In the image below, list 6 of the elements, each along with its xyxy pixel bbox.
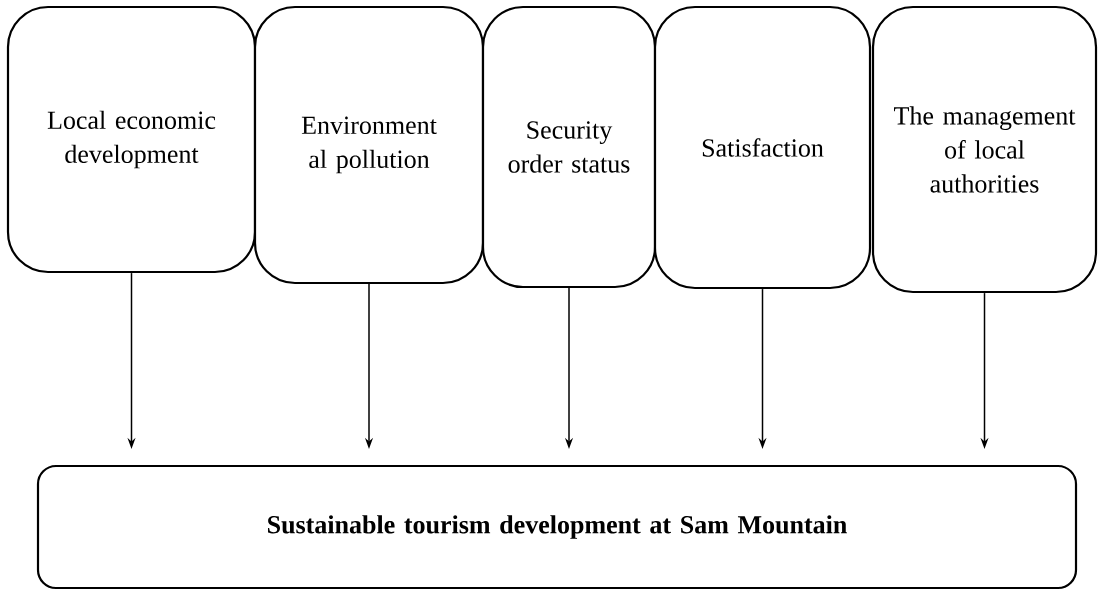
factor-box: Local economic development <box>6 5 257 274</box>
summary-box: Sustainable tourism development at Sam Mountain <box>36 464 1078 590</box>
factor-box: Security order status <box>481 5 657 289</box>
factor-box: Environment al pollution <box>253 5 485 285</box>
factor-box: The management of local authorities <box>871 5 1098 294</box>
factor-box: Satisfaction <box>653 5 872 290</box>
